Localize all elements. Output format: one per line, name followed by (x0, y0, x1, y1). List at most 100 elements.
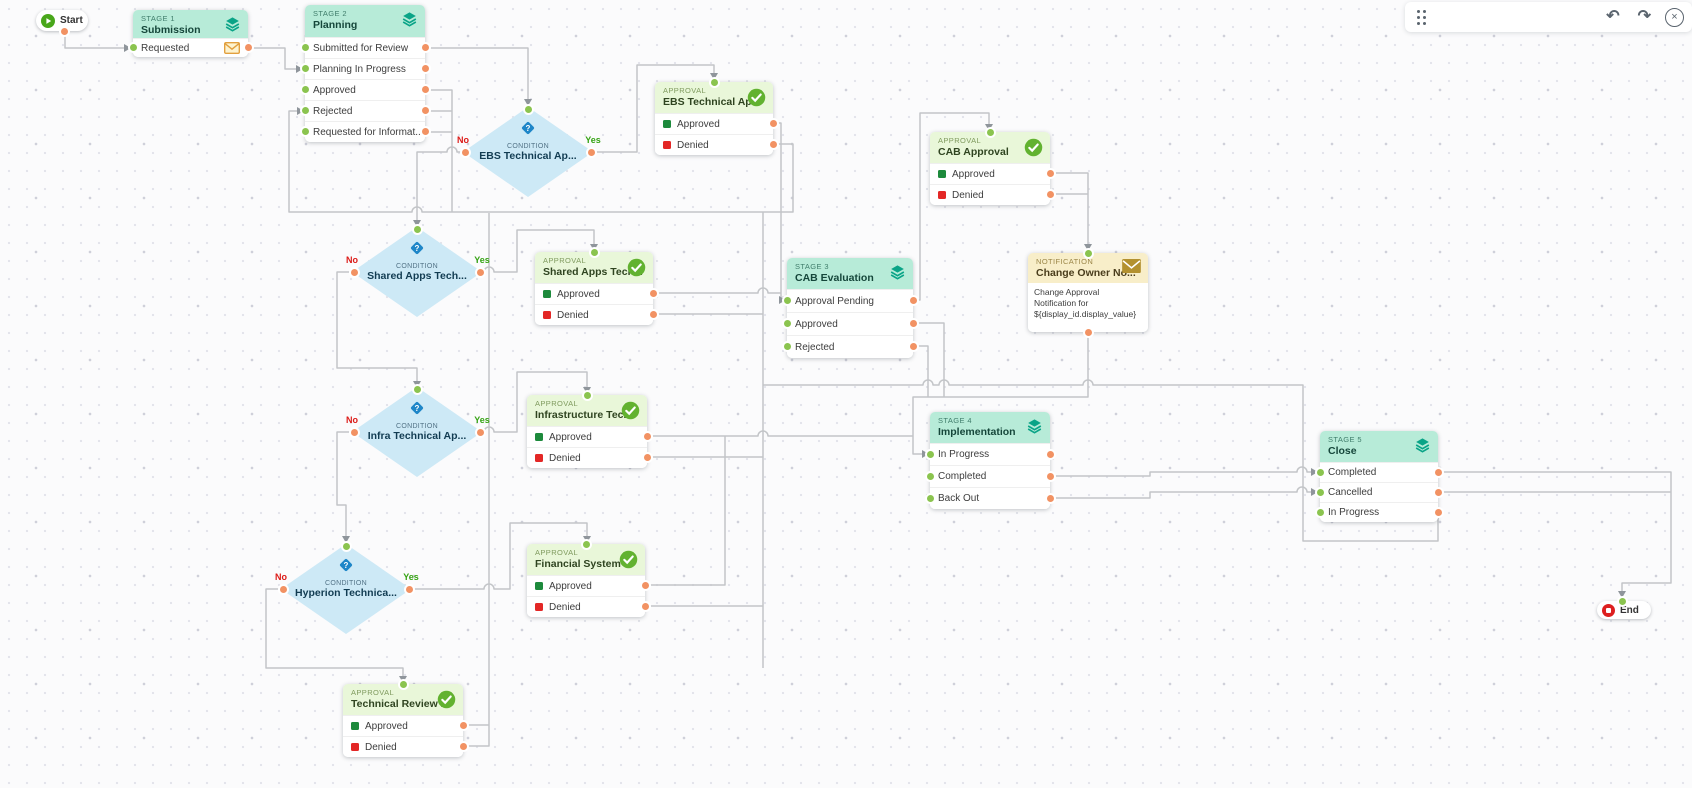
green-port-dot[interactable] (783, 297, 791, 304)
green-port-dot[interactable] (129, 44, 137, 51)
green-port-dot[interactable] (301, 65, 309, 72)
orange-port-dot[interactable] (459, 722, 467, 729)
drag-handle-icon[interactable] (1417, 9, 1426, 25)
orange-port-dot[interactable] (60, 27, 68, 35)
green-port-dot[interactable] (783, 343, 791, 350)
state-row-approved[interactable]: Approved (535, 283, 653, 304)
state-row-completed[interactable]: Completed (930, 465, 1050, 487)
orange-port-dot[interactable] (909, 320, 917, 327)
state-row-approved[interactable]: Approved (305, 79, 425, 100)
orange-port-dot[interactable] (405, 585, 413, 593)
green-port-dot[interactable] (301, 44, 309, 51)
orange-port-dot[interactable] (1084, 328, 1092, 336)
redo-icon[interactable]: ↷ (1637, 8, 1651, 25)
orange-port-dot[interactable] (350, 268, 358, 276)
node-start[interactable]: Start (36, 10, 88, 31)
green-port-dot[interactable] (342, 542, 350, 550)
undo-icon[interactable]: ↶ (1606, 8, 1620, 25)
state-row-completed[interactable]: Completed (1320, 462, 1438, 482)
state-row-approved[interactable]: Approved (655, 113, 773, 134)
green-port-dot[interactable] (926, 494, 934, 502)
orange-port-dot[interactable] (909, 343, 917, 350)
state-row-denied[interactable]: Denied (527, 447, 647, 468)
orange-port-dot[interactable] (1046, 450, 1054, 458)
state-row-requested[interactable]: Requested (133, 38, 248, 57)
state-row-approved[interactable]: Approved (343, 715, 463, 736)
node-end[interactable]: End (1597, 601, 1651, 619)
state-row-cancelled[interactable]: Cancelled (1320, 482, 1438, 502)
green-port-dot[interactable] (590, 248, 598, 256)
green-port-dot[interactable] (1618, 597, 1626, 605)
orange-port-dot[interactable] (279, 585, 287, 593)
state-row-approved[interactable]: Approved (527, 575, 645, 596)
state-row-approved[interactable]: Approved (787, 312, 913, 335)
orange-port-dot[interactable] (769, 141, 777, 148)
orange-port-dot[interactable] (421, 128, 429, 135)
state-row-approved[interactable]: Approved (527, 426, 647, 447)
green-port-dot[interactable] (710, 78, 718, 86)
green-port-dot[interactable] (926, 450, 934, 458)
state-row-back-out[interactable]: Back Out (930, 487, 1050, 509)
green-port-dot[interactable] (583, 391, 591, 399)
orange-port-dot[interactable] (909, 297, 917, 304)
green-port-dot[interactable] (1316, 468, 1324, 476)
orange-port-dot[interactable] (421, 107, 429, 114)
state-row-requested-for-informat[interactable]: Requested for Informat... (305, 121, 425, 142)
orange-port-dot[interactable] (1434, 468, 1442, 476)
state-row-approval-pending[interactable]: Approval Pending (787, 289, 913, 312)
green-port-dot[interactable] (301, 107, 309, 114)
orange-port-dot[interactable] (643, 454, 651, 461)
green-port-dot[interactable] (582, 540, 590, 548)
state-row-denied[interactable]: Denied (535, 304, 653, 325)
orange-port-dot[interactable] (643, 433, 651, 440)
green-port-dot[interactable] (413, 225, 421, 233)
orange-port-dot[interactable] (587, 148, 595, 156)
orange-port-dot[interactable] (1434, 488, 1442, 496)
green-port-dot[interactable] (1084, 249, 1092, 257)
green-port-dot[interactable] (1316, 488, 1324, 496)
green-port-dot[interactable] (301, 86, 309, 93)
state-row-denied[interactable]: Denied (930, 184, 1050, 205)
orange-port-dot[interactable] (1046, 191, 1054, 198)
green-port-dot[interactable] (986, 128, 994, 136)
orange-port-dot[interactable] (641, 582, 649, 589)
state-row-in-progress[interactable]: In Progress (1320, 502, 1438, 522)
orange-port-dot[interactable] (350, 428, 358, 436)
orange-port-dot[interactable] (421, 86, 429, 93)
green-port-dot[interactable] (524, 105, 532, 113)
close-icon[interactable]: × (1665, 7, 1684, 27)
state-row-rejected[interactable]: Rejected (305, 100, 425, 121)
orange-port-dot[interactable] (421, 65, 429, 72)
orange-port-dot[interactable] (649, 290, 657, 297)
orange-port-dot[interactable] (1046, 472, 1054, 480)
orange-port-dot[interactable] (461, 148, 469, 156)
state-row-planning-in-progress[interactable]: Planning In Progress (305, 58, 425, 79)
green-port-dot[interactable] (926, 472, 934, 480)
orange-port-dot[interactable] (649, 311, 657, 318)
orange-port-dot[interactable] (476, 428, 484, 436)
state-row-in-progress[interactable]: In Progress (930, 443, 1050, 465)
orange-port-dot[interactable] (244, 44, 252, 51)
orange-port-dot[interactable] (1046, 170, 1054, 177)
green-port-dot[interactable] (301, 128, 309, 135)
green-port-dot[interactable] (399, 680, 407, 688)
orange-port-dot[interactable] (459, 743, 467, 750)
state-row-submitted-for-review[interactable]: Submitted for Review (305, 37, 425, 58)
orange-port-dot[interactable] (421, 44, 429, 51)
